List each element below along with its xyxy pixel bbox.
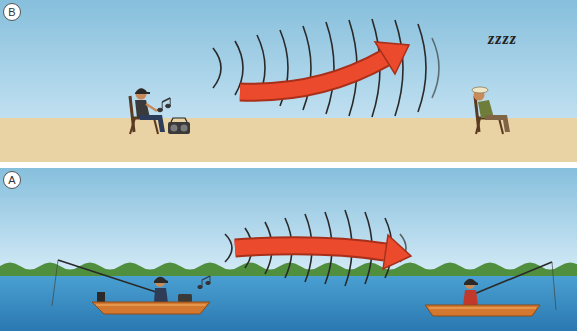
music-note: [162, 102, 163, 110]
sand-ground: [0, 118, 577, 162]
music-note: [202, 276, 210, 280]
arrow-outline: [240, 58, 385, 92]
fishing-line: [52, 260, 58, 306]
arrow-head: [375, 42, 409, 74]
panel-letter-circle: B: [3, 3, 21, 21]
sound-waves: [213, 19, 439, 117]
fishing-line: [552, 262, 556, 310]
sound-waves: [225, 210, 406, 286]
radio-speaker: [181, 125, 188, 132]
chair-leg: [499, 118, 503, 134]
person-cap: [154, 277, 168, 283]
fishing-rod: [474, 262, 552, 294]
radio-speaker: [171, 125, 178, 132]
music-note: [198, 285, 202, 288]
sound-arrow: [235, 246, 385, 252]
sky: [0, 0, 577, 162]
radio: [178, 294, 192, 302]
fishing-rod: [58, 260, 156, 292]
music-notes: [198, 276, 210, 289]
wave-arc: [326, 22, 334, 114]
sky: [0, 168, 577, 278]
wave-arc: [225, 234, 232, 262]
music-note: [162, 98, 170, 102]
chair-leg: [130, 118, 135, 134]
person-legs: [485, 115, 510, 132]
music-note: [210, 276, 211, 283]
wave-arc: [303, 26, 311, 110]
music-notes: [158, 98, 171, 112]
lake-water: [0, 276, 577, 331]
music-note: [158, 108, 163, 112]
person-torso: [154, 288, 168, 303]
radio-handle: [171, 118, 187, 122]
radio: [168, 122, 190, 134]
person-torso: [463, 290, 478, 306]
panel-letter-circle: A: [3, 171, 21, 189]
arrow-head: [383, 235, 411, 269]
music-note: [166, 104, 171, 108]
boat-hull: [92, 302, 210, 314]
music-note: [170, 98, 171, 106]
sound-arrow: [240, 58, 385, 92]
boat-rim: [96, 304, 206, 305]
music-note: [202, 280, 203, 287]
boat-rim: [429, 307, 536, 308]
person-legs: [140, 115, 165, 132]
chair-leg: [476, 118, 480, 134]
panel-letter: A: [8, 175, 15, 186]
person-hat: [472, 87, 488, 93]
music-note: [206, 281, 210, 284]
chair-leg: [154, 118, 158, 134]
panel-letter: B: [8, 7, 15, 18]
wave-arc: [418, 24, 426, 112]
arrow-outline: [235, 246, 385, 252]
boat-hull: [425, 305, 540, 316]
person-cap: [135, 88, 150, 94]
person-cap: [464, 279, 478, 285]
snore-text: zzzz: [488, 30, 517, 48]
wave-arc: [432, 38, 439, 98]
wave-arc: [213, 48, 221, 88]
person-arm: [146, 104, 157, 111]
